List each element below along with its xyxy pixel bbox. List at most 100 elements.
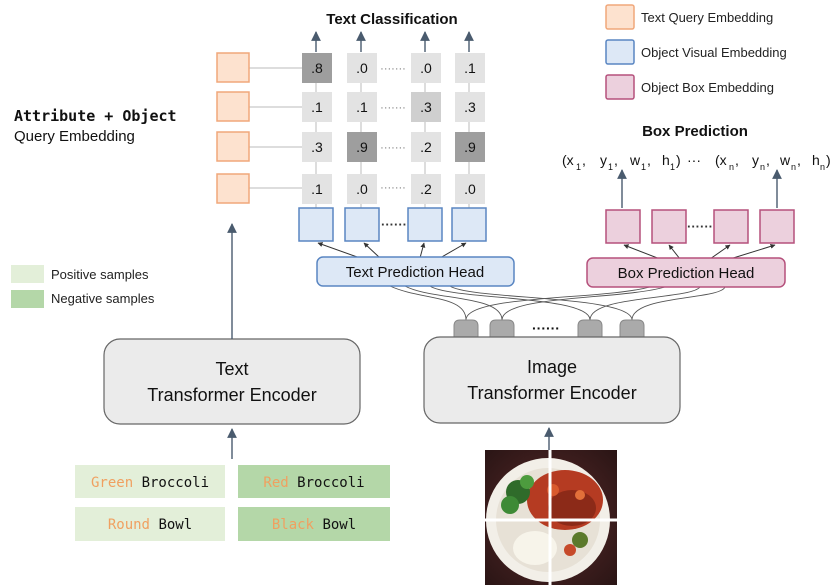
formula-part: (x <box>562 152 574 168</box>
matrix-cell-value: .1 <box>464 60 476 76</box>
formula-part: , <box>735 152 739 168</box>
matrix-cell <box>455 53 485 83</box>
formula-part: n <box>791 162 796 172</box>
image-transformer-encoder: Image Transformer Encoder <box>423 336 681 424</box>
matrix-cell <box>347 92 377 122</box>
sample-legend: Positive samples Negative samples <box>11 265 155 308</box>
matrix-cell <box>455 132 485 162</box>
formula-part: , <box>614 152 618 168</box>
query-sample-box <box>75 507 225 541</box>
matrix-cell-value: .0 <box>356 60 368 76</box>
matrix-cell-value: .3 <box>311 139 323 155</box>
query-embedding-box <box>216 91 250 122</box>
query-sample-box <box>75 465 225 498</box>
text-prediction-head: Text Prediction Head <box>316 256 515 287</box>
matrix-dots: ······· <box>380 142 406 154</box>
legend-swatch-object-box <box>605 74 635 100</box>
formula-part: (x <box>715 152 727 168</box>
matrix-cell-value: .1 <box>356 99 368 115</box>
image-token <box>577 319 603 339</box>
box-prediction-head-label: Box Prediction Head <box>618 265 755 282</box>
matrix-cell <box>411 132 441 162</box>
image-encoder-label-line2: Transformer Encoder <box>467 383 636 403</box>
matrix-cell <box>347 53 377 83</box>
query-sample-text: Red Broccoli <box>263 475 364 491</box>
text-encoder-label-line1: Text <box>215 359 248 379</box>
query-embedding-box <box>216 173 250 204</box>
formula-part: y <box>600 152 607 168</box>
box-embedding-box <box>713 209 749 244</box>
query-sample-box <box>238 465 390 498</box>
matrix-cell-value: .9 <box>464 139 476 155</box>
image-tokens <box>453 319 645 339</box>
matrix-cell <box>455 92 485 122</box>
visual-embedding-box <box>298 207 334 242</box>
query-label-line2: Query Embedding <box>14 128 135 145</box>
matrix-cell-value: .8 <box>311 60 323 76</box>
box-embedding-box <box>759 209 795 244</box>
text-query-embeddings <box>216 52 250 204</box>
formula-part: h <box>812 152 820 168</box>
bowl-of-food-image <box>485 450 617 585</box>
negative-label: Negative samples <box>51 291 155 306</box>
query-samples: Green Broccoli Red Broccoli Round Bowl B… <box>75 465 390 541</box>
formula-part: n <box>729 162 734 172</box>
positive-label: Positive samples <box>51 267 149 282</box>
formula-part: w <box>629 152 641 168</box>
text-prediction-head-label: Text Prediction Head <box>346 264 484 281</box>
matrix-cell <box>302 53 332 83</box>
image-token <box>489 319 515 339</box>
matrix-cell <box>302 92 332 122</box>
matrix-cell <box>302 132 332 162</box>
formula-part: , <box>797 152 801 168</box>
query-sample-text: Green Broccoli <box>91 475 209 491</box>
query-sample-text: Black Bowl <box>272 517 356 533</box>
matrix-cell-value: .0 <box>464 181 476 197</box>
matrix-cell-value: .0 <box>420 60 432 76</box>
matrix-cell <box>347 174 377 204</box>
matrix-cell-value: .3 <box>464 99 476 115</box>
visual-embedding-box <box>407 207 443 242</box>
matrix-cell-value: .3 <box>420 99 432 115</box>
matrix-cell <box>411 174 441 204</box>
formula-part: , <box>582 152 586 168</box>
image-token <box>453 319 479 339</box>
embedding-legend: Text Query Embedding Object Visual Embed… <box>605 4 787 100</box>
query-sample-text: Round Bowl <box>108 517 192 533</box>
query-embedding-box <box>216 52 250 83</box>
similarity-matrix: .8.0.0.1.1.1.3.3.3.9.2.9.1.0.2.0 <box>302 53 485 204</box>
matrix-cell <box>302 174 332 204</box>
legend-label-object-visual: Object Visual Embedding <box>641 45 787 60</box>
matrix-cell-value: .1 <box>311 99 323 115</box>
query-embedding-box <box>216 131 250 162</box>
positive-swatch <box>11 265 44 283</box>
box-embedding-box <box>651 209 687 244</box>
object-visual-embeddings: ······ <box>298 207 487 242</box>
matrix-dots: ······· <box>380 182 406 194</box>
image-encoder-label-line1: Image <box>527 357 577 377</box>
image-token-dots: ······ <box>532 320 560 336</box>
title-text-classification: Text Classification <box>326 11 457 28</box>
image-token <box>619 319 645 339</box>
matrix-ellipsis: ······· ······· ······· ······· <box>380 63 406 194</box>
legend-swatch-text-query <box>605 4 635 30</box>
matrix-cell <box>411 92 441 122</box>
legend-label-text-query: Text Query Embedding <box>641 10 773 25</box>
matrix-cell <box>455 174 485 204</box>
matrix-cell-value: .1 <box>311 181 323 197</box>
formula-part: ) <box>826 152 831 168</box>
text-encoder-label-line2: Transformer Encoder <box>147 385 316 405</box>
visual-embedding-box <box>451 207 487 242</box>
formula-part: , <box>766 152 770 168</box>
formula-part: 1 <box>670 162 675 172</box>
formula-part: h <box>662 152 670 168</box>
box-embedding-box <box>605 209 641 244</box>
formula-part: w <box>779 152 791 168</box>
text-transformer-encoder: Text Transformer Encoder <box>103 338 361 425</box>
legend-label-object-box: Object Box Embedding <box>641 80 774 95</box>
box-prediction-title: Box Prediction <box>642 123 748 140</box>
formula-part: n <box>760 162 765 172</box>
formula-part: 1 <box>608 162 613 172</box>
formula-part: 1 <box>641 162 646 172</box>
box-prediction-head: Box Prediction Head <box>586 257 786 288</box>
